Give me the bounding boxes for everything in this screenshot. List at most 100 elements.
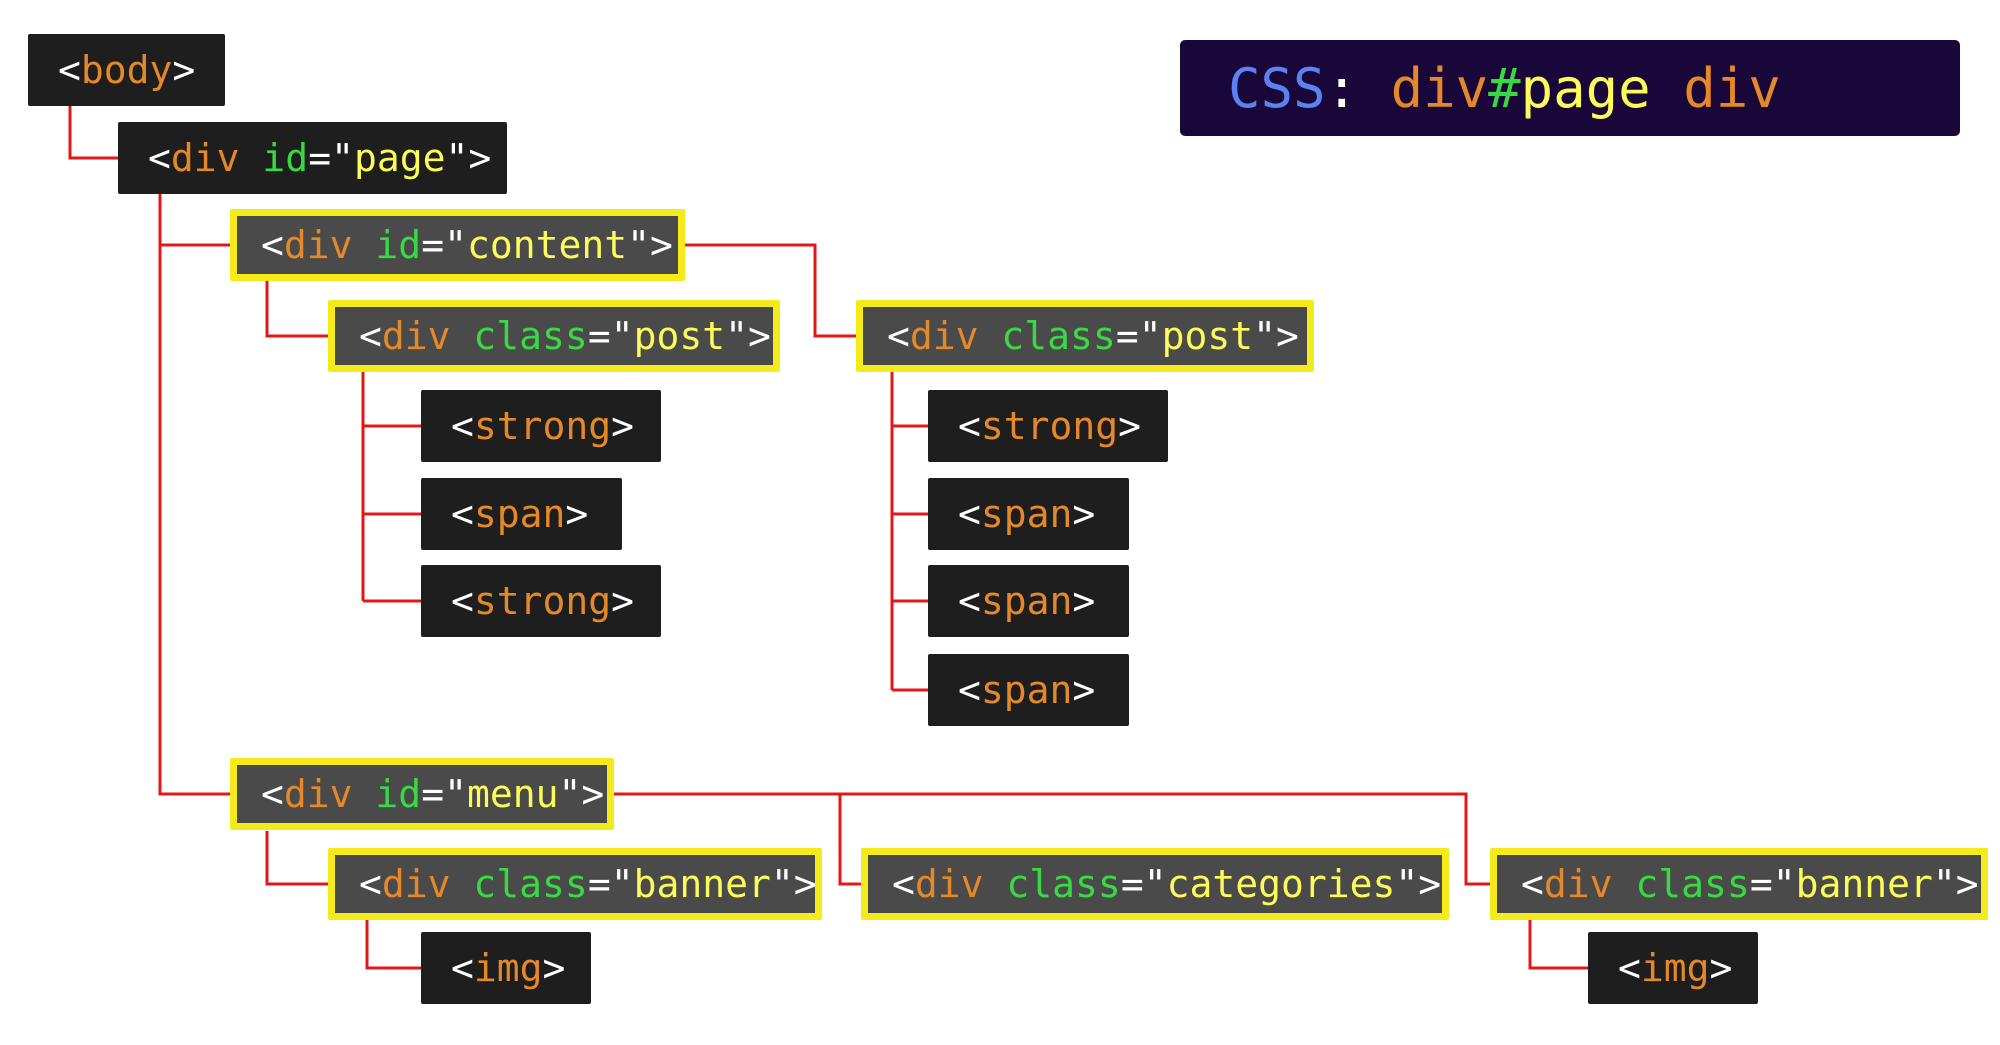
bracket-close: > [172,48,196,92]
bracket-open: < [58,48,81,92]
tag-space [240,139,263,177]
node-span: <span> [421,478,622,550]
bracket-open: < [958,668,981,712]
attr-eq: =" [421,772,467,816]
bracket-open: < [1618,946,1641,990]
bracket-open: < [1521,862,1544,906]
bracket-open: < [958,492,981,536]
bracket-close: "> [1395,862,1442,906]
css-colon: : [1325,56,1391,120]
node-div-post-2: <div class="post"> [856,300,1314,372]
attr-eq: =" [421,223,467,267]
bracket-open: < [958,579,981,623]
bracket-open: < [359,314,382,358]
tag-space [451,865,474,903]
tag-name: span [473,492,566,536]
attr-value: categories [1166,862,1396,906]
bracket-close: "> [1932,862,1979,906]
attr-value: post [1161,314,1254,358]
bracket-close: > [1072,668,1096,712]
bracket-close: "> [445,136,492,180]
node-img: <img> [1588,932,1758,1004]
tag-name: strong [980,404,1119,448]
bracket-open: < [451,946,474,990]
bracket-open: < [261,223,284,267]
bracket-close: "> [770,862,817,906]
tag-name: span [980,492,1073,536]
attr-eq: =" [1120,862,1167,906]
tag-space [451,317,474,355]
bracket-close: > [565,492,589,536]
edge-banner2-img [1528,920,1588,970]
tag-name: div [1543,862,1613,906]
css-label: CSS [1228,56,1326,120]
attr-value: page [353,136,446,180]
bracket-close: "> [627,223,673,267]
bracket-open: < [451,492,474,536]
css-selector-id: page [1520,56,1651,120]
attr-eq: =" [587,862,634,906]
tag-name: div [909,314,979,358]
bracket-close: > [1709,946,1733,990]
edge-banner1-img [365,920,421,970]
attr-value: content [466,223,628,267]
bracket-close: > [1072,492,1096,536]
node-div-page: <div id="page"> [118,122,507,194]
attr-name: class [1006,862,1121,906]
bracket-close: > [1118,404,1142,448]
node-span: <span> [928,654,1129,726]
css-selector-box: CSS: div#page div [1180,40,1960,136]
css-selector-space [1651,57,1684,120]
tag-name: span [980,668,1073,712]
tag-name: img [1640,946,1710,990]
attr-name: class [473,314,588,358]
tag-name: strong [473,579,612,623]
tag-name: div [283,772,353,816]
tag-name: div [381,314,451,358]
tag-name: img [473,946,543,990]
attr-name: id [375,772,422,816]
bracket-open: < [958,404,981,448]
edge-content-post2 [685,243,856,338]
attr-value: post [633,314,726,358]
node-img: <img> [421,932,591,1004]
edge-menu-banner2 [614,792,1490,886]
tag-space [984,865,1007,903]
attr-value: menu [466,772,559,816]
bracket-close: > [1072,579,1096,623]
bracket-open: < [451,404,474,448]
attr-eq: =" [587,314,634,358]
node-strong: <strong> [421,565,661,637]
node-div-banner-1: <div class="banner"> [328,848,822,920]
bracket-close: "> [725,314,771,358]
bracket-close: "> [1253,314,1299,358]
tag-name: span [980,579,1073,623]
tag-space [353,775,376,813]
edge-post1-children [361,371,421,603]
node-div-content: <div id="content"> [230,209,685,281]
css-selector-hash: # [1488,56,1521,120]
tag-name: strong [473,404,612,448]
attr-name: id [262,136,309,180]
bracket-open: < [148,136,171,180]
css-selector-tag: div [1390,56,1489,120]
attr-name: class [1001,314,1116,358]
connector-paths [68,106,1588,970]
node-span: <span> [928,565,1129,637]
attr-name: id [375,223,422,267]
attr-value: banner [633,862,771,906]
edge-page-menu [158,245,230,796]
edge-post2-children [890,371,928,692]
attr-name: class [1635,862,1750,906]
bracket-close: "> [558,772,605,816]
attr-value: banner [1795,862,1933,906]
node-span: <span> [928,478,1129,550]
attr-eq: =" [308,136,354,180]
tag-name: div [381,862,451,906]
bracket-open: < [887,314,910,358]
tag-name: div [283,223,353,267]
node-div-banner-2: <div class="banner"> [1490,848,1988,920]
tag-name: body [80,48,173,92]
tag-space [979,317,1002,355]
